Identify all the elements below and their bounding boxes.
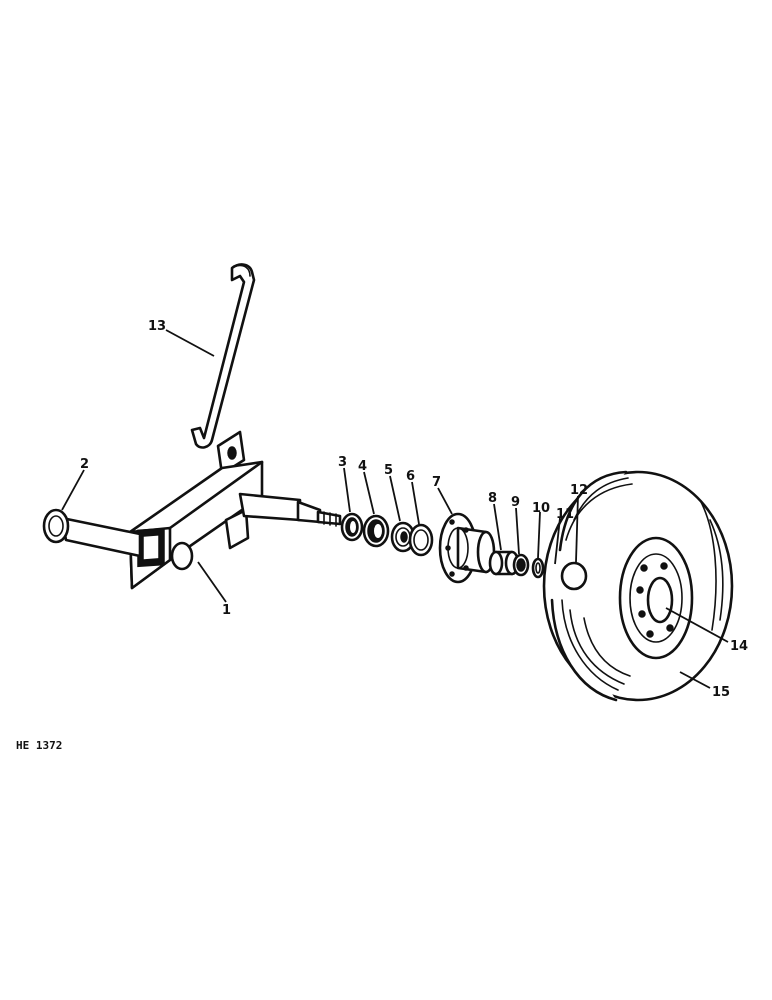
- callout-9: 9: [511, 495, 520, 510]
- callout-labels: 1 2 3 4 5 6 7 8 9 10 11 12 13 14 15: [80, 319, 748, 700]
- leader-14: [665, 607, 729, 643]
- callout-5: 5: [384, 463, 393, 478]
- callout-6: 6: [406, 469, 415, 484]
- callout-15: 15: [712, 685, 730, 700]
- callout-10: 10: [532, 501, 550, 516]
- callout-14: 14: [730, 639, 748, 654]
- callout-8: 8: [488, 491, 497, 506]
- part-6-bearing-cup: [408, 523, 434, 557]
- callout-12: 12: [570, 483, 588, 498]
- leader-11: [554, 517, 561, 565]
- part-14-wheel-rim: [618, 536, 694, 660]
- figure-code: HE 1372: [16, 739, 62, 752]
- leader-7: [437, 487, 453, 515]
- leader-3: [343, 467, 351, 513]
- part-10-washer: [531, 557, 545, 579]
- leader-13: [165, 329, 215, 357]
- part-9-outer-bearing: [512, 553, 530, 577]
- callout-7: 7: [432, 475, 441, 490]
- part-4-bearing-cone: [362, 514, 390, 548]
- leader-15: [679, 671, 711, 689]
- leader-4: [363, 471, 375, 515]
- part-12-hub-cap: [560, 561, 588, 591]
- part-2-pin: [42, 508, 142, 558]
- leader-9: [515, 507, 520, 555]
- part-7-hub: [438, 512, 496, 584]
- leader-8: [493, 503, 502, 551]
- part-13-handle-rod: [190, 263, 256, 449]
- leader-10: [537, 511, 541, 559]
- part-3-seal: [340, 512, 364, 542]
- leader-2: [61, 469, 85, 511]
- callout-3: 3: [338, 455, 347, 470]
- leader-12: [575, 495, 579, 563]
- callout-11: 11: [556, 507, 574, 522]
- leader-1: [197, 561, 227, 603]
- leader-lines: [61, 329, 729, 689]
- callout-13: 13: [148, 319, 166, 334]
- callout-4: 4: [358, 459, 367, 474]
- callout-1: 1: [222, 603, 231, 618]
- callout-2: 2: [80, 457, 89, 472]
- leader-6: [411, 481, 420, 525]
- part-1-axle-arm: [128, 430, 342, 590]
- leader-5: [389, 475, 401, 522]
